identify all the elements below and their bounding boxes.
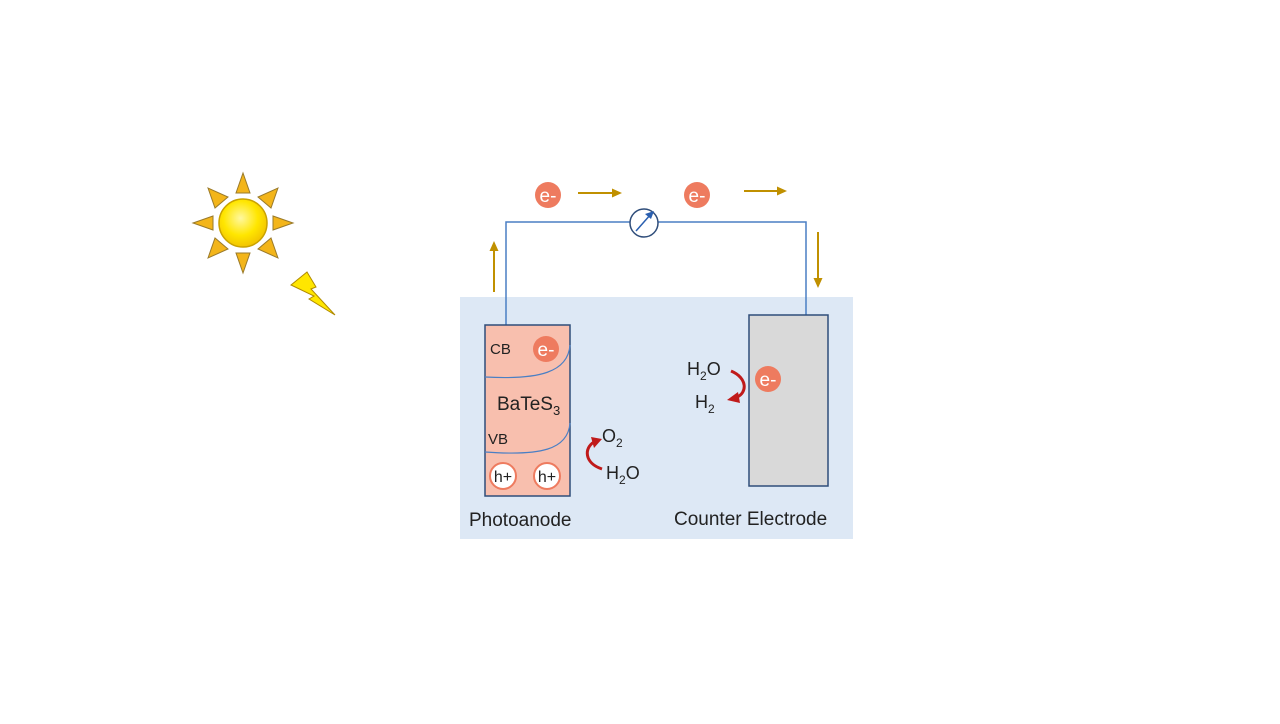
lightning-icon — [290, 271, 336, 316]
valence-band-curve — [484, 422, 571, 454]
hole-label: h+ — [538, 469, 556, 486]
cb-label: CB — [490, 341, 511, 358]
electron-label: e- — [760, 370, 777, 391]
sun-icon — [191, 171, 295, 275]
conduction-band-curve — [484, 344, 571, 379]
counter-electrode: e- — [748, 314, 829, 487]
oxygen-product: O2 — [602, 426, 623, 450]
hole-2: h+ — [533, 462, 561, 490]
electron-label: e- — [540, 186, 557, 207]
hydrogen-product: H2 — [695, 392, 715, 416]
reduction-reaction: H2O H2 — [687, 359, 746, 416]
hole-label: h+ — [494, 469, 512, 486]
electron-top-right: e- — [684, 182, 710, 208]
galvanometer-icon — [629, 208, 659, 238]
photoanode: CB VB BaTeS3 e- h+ h+ — [484, 324, 571, 497]
electron-top-left: e- — [535, 182, 561, 208]
hole-1: h+ — [489, 462, 517, 490]
electron-flow-arrows — [489, 186, 823, 292]
oxidation-reaction: O2 H2O — [585, 426, 640, 487]
counter-electrode-caption: Counter Electrode — [674, 509, 827, 530]
water-reactant: H2O — [687, 359, 721, 383]
reduction-arrow — [730, 369, 746, 399]
electron-cb: e- — [533, 336, 559, 362]
material-label: BaTeS3 — [497, 394, 560, 418]
photoanode-caption: Photoanode — [469, 510, 572, 531]
electron-label: e- — [689, 186, 706, 207]
oxidation-arrow — [585, 440, 603, 471]
external-wire — [505, 221, 807, 325]
water-reactant: H2O — [606, 463, 640, 487]
electron-label: e- — [538, 340, 555, 361]
electron-counter: e- — [755, 366, 781, 392]
vb-label: VB — [488, 431, 508, 448]
